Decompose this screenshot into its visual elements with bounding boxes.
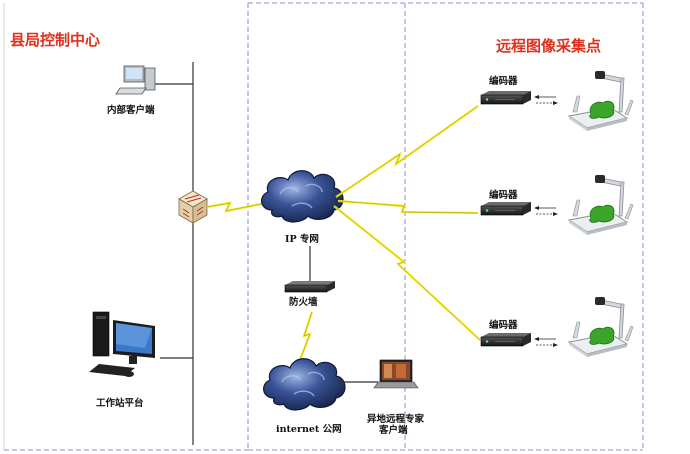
router-icon — [178, 190, 208, 224]
document-camera-icon — [568, 174, 634, 236]
lightning-link-icon — [206, 201, 267, 213]
internet-cloud-icon — [262, 358, 346, 411]
computer-icon — [115, 65, 156, 95]
firewall-label: 防火墙 — [289, 296, 318, 308]
internet-label: internet 公网 — [276, 424, 342, 435]
data-arrows — [534, 95, 558, 105]
document-camera-icon — [568, 296, 634, 358]
data-arrows — [534, 206, 558, 216]
encoder-icon — [480, 90, 532, 105]
encoder-3-label: 编码器 — [489, 319, 518, 331]
encoder-icon — [480, 201, 532, 216]
ip-network-label: IP 专网 — [285, 233, 319, 245]
encoder-1-label: 编码器 — [489, 75, 518, 87]
internal-client-label: 内部客户端 — [107, 104, 155, 116]
ip-network-cloud-icon — [260, 170, 344, 223]
lightning-link-icon — [298, 311, 314, 361]
region-title-remote-capture: 远程图像采集点 — [496, 37, 601, 55]
encoder-icon — [480, 332, 532, 347]
region-title-control-center: 县局控制中心 — [10, 31, 100, 49]
workstation-label: 工作站平台 — [96, 397, 144, 409]
laptop-icon — [373, 359, 419, 389]
firewall-icon — [284, 281, 335, 293]
remote-expert-label-2: 客户端 — [378, 424, 408, 436]
document-camera-icon — [568, 70, 634, 132]
data-arrows — [534, 337, 558, 347]
lightning-links-encoders — [333, 105, 481, 341]
workstation-computer-icon — [89, 311, 155, 377]
encoder-2-label: 编码器 — [489, 189, 518, 201]
remote-expert-label-1: 异地远程专家 — [367, 413, 425, 425]
